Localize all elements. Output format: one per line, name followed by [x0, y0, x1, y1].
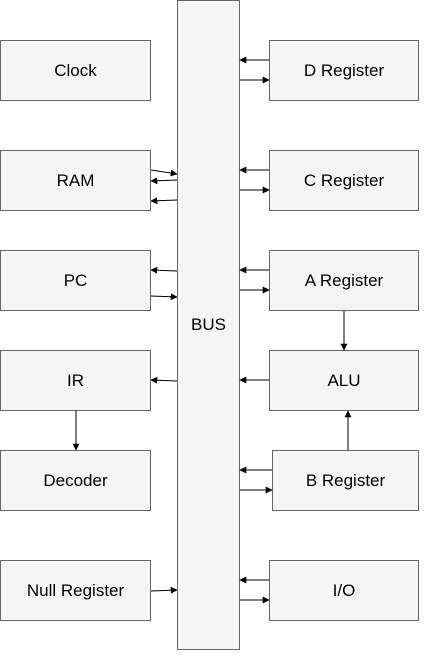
- ram-label: RAM: [56, 170, 95, 190]
- b-register-label: B Register: [305, 470, 386, 490]
- d-register-label: D Register: [303, 60, 385, 80]
- ir-box: IR: [0, 350, 151, 411]
- a-register-label: A Register: [304, 270, 384, 290]
- null-register-box: Null Register: [0, 560, 151, 621]
- alu-box: ALU: [269, 350, 419, 411]
- pc-box: PC: [0, 250, 151, 311]
- alu-label: ALU: [327, 370, 361, 390]
- pc-label: PC: [63, 270, 88, 290]
- clock-label: Clock: [54, 60, 97, 80]
- d-register-box: D Register: [269, 40, 419, 101]
- bus-to-pc-arrow: [150, 266, 178, 274]
- c-register-box: C Register: [269, 150, 419, 211]
- bus-to-ir-arrow: [150, 376, 178, 384]
- decoder-box: Decoder: [0, 450, 151, 511]
- c-register-label: C Register: [303, 170, 385, 190]
- b-register-box: B Register: [272, 450, 419, 511]
- io-box: I/O: [269, 560, 419, 621]
- ir-label: IR: [67, 370, 84, 390]
- bus-label: BUS: [191, 315, 226, 334]
- io-label: I/O: [332, 580, 356, 600]
- bus-to-ram-arrow-1: [150, 177, 178, 185]
- pc-to-bus-arrow: [150, 293, 178, 301]
- null-register-label: Null Register: [26, 580, 125, 600]
- decoder-label: Decoder: [43, 470, 108, 490]
- bus-to-ram-arrow-2: [150, 197, 178, 205]
- ram-box: RAM: [0, 150, 151, 211]
- a-register-box: A Register: [269, 250, 419, 311]
- clock-box: Clock: [0, 40, 151, 101]
- ram-to-bus-arrow: [150, 169, 178, 177]
- null-register-to-bus-arrow: [150, 586, 178, 594]
- bus-box: BUS: [177, 0, 240, 650]
